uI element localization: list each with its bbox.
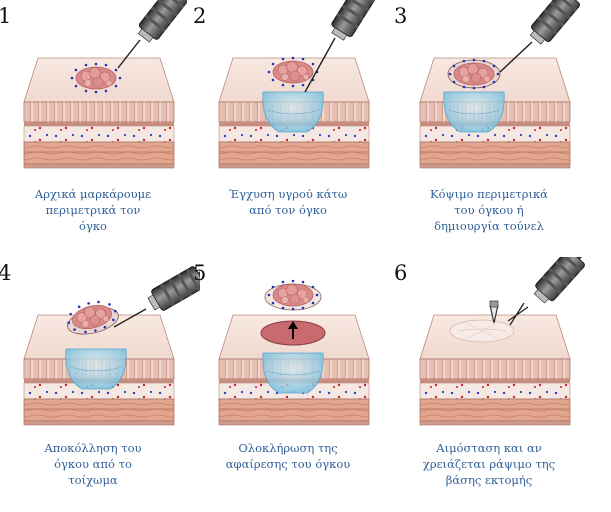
- step-4: 4 Αποκόλληση του όγκου από το τοίχωμα: [0, 257, 200, 507]
- step-caption: Αρχικά μαρκάρουμε περιμετρικά τον όγκο: [34, 187, 152, 233]
- step-3-illustration: [419, 0, 591, 169]
- step-2-illustration: [218, 0, 386, 169]
- step-caption: Αιμόσταση και αν χρειάζεται ράψιμο της β…: [422, 441, 556, 487]
- step-number: 1: [0, 4, 12, 28]
- step-6-illustration: [419, 257, 596, 426]
- step-number: 6: [394, 261, 408, 285]
- step-1: 1 Αρχικά μαρκάρουμε περιμετρικά τον όγκο: [0, 0, 200, 250]
- step-1-illustration: [23, 0, 197, 169]
- clip-icon: [489, 300, 499, 324]
- step-4-illustration: [23, 258, 200, 426]
- step-5: 5 Ολοκλήρωση της αφαίρεσης του όγκου: [193, 257, 395, 507]
- step-caption: Ολοκλήρωση της αφαίρεσης του όγκου: [225, 441, 351, 471]
- step-2: 2 Έγχυση υγρού κάτω από τον όγκο: [193, 0, 395, 250]
- step-number: 4: [0, 261, 12, 285]
- step-caption: Κόψιμο περιμετρικά του όγκου ή δημιουργί…: [430, 187, 548, 233]
- step-3: 3 Κόψιμο περιμετρικά του όγκου ή δημιουρ…: [394, 0, 596, 250]
- step-number: 5: [193, 261, 207, 285]
- step-5-illustration: [218, 279, 370, 426]
- step-6: 6 Αιμόσταση και αν χρειάζεται ράψιμο της…: [394, 257, 596, 507]
- step-number: 3: [394, 4, 408, 28]
- step-caption: Έγχυση υγρού κάτω από τον όγκο: [228, 187, 348, 217]
- step-number: 2: [193, 4, 207, 28]
- step-caption: Αποκόλληση του όγκου από το τοίχωμα: [44, 441, 142, 487]
